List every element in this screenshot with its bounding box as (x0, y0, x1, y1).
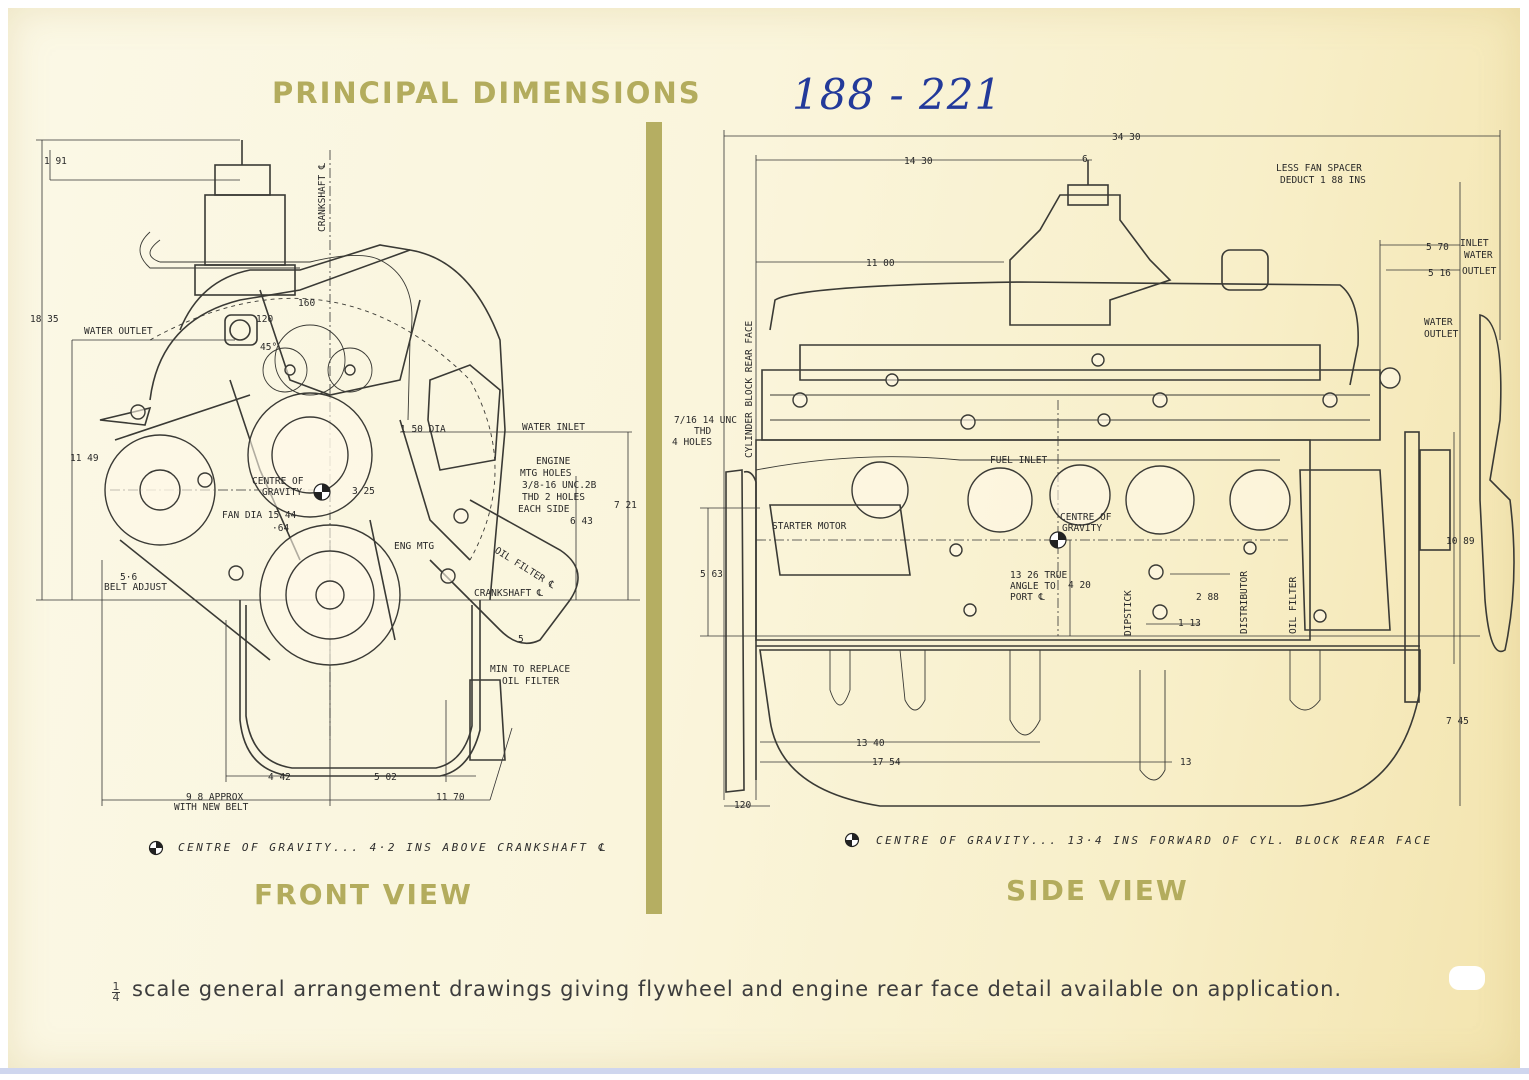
front-label-oil-filter: OIL FILTER ℄ (492, 545, 557, 591)
front-label-dim-502: 5 02 (374, 772, 397, 783)
front-engine-outline (99, 140, 579, 777)
front-label-engine-mtg-2: MTG HOLES (520, 468, 572, 479)
side-label-true-angle-3: PORT ℄ (1010, 592, 1046, 603)
side-label-dim-516: 5 16 (1428, 268, 1451, 279)
front-label-cog-2: GRAVITY (262, 487, 302, 498)
footer-note: scale general arrangement drawings givin… (132, 977, 1343, 1001)
fraction-numerator: 1 (112, 980, 120, 993)
side-label-inlet-water-1: INLET (1460, 238, 1489, 249)
side-dimension-lines (700, 130, 1501, 807)
side-label-dim-113: 1 13 (1178, 618, 1201, 629)
fraction-denominator: 4 (112, 991, 120, 1004)
side-label-oil-filter: OIL FILTER (1288, 577, 1299, 634)
side-label-inlet-water-2: WATER (1464, 250, 1493, 261)
side-label-less-fan-1: LESS FAN SPACER (1276, 163, 1362, 174)
side-label-true-angle-1: 13 26 TRUE (1010, 570, 1067, 581)
side-label-dim-1754: 17 54 (872, 757, 901, 768)
side-label-dim-563: 5 63 (700, 569, 723, 580)
side-label-cyl-block-rear-face: CYLINDER BLOCK REAR FACE (744, 320, 755, 458)
front-cog-note-symbol (148, 840, 164, 856)
side-label-water-outlet-2: OUTLET (1424, 329, 1459, 340)
front-label-engine-mtg-3: 3/8-16 UNC.2B (522, 480, 597, 491)
front-label-approx-2: WITH NEW BELT (174, 802, 249, 813)
side-label-water-outlet-1: WATER (1424, 317, 1453, 328)
front-label-engine-mtg-5: EACH SIDE (518, 504, 570, 515)
side-label-true-angle-2: ANGLE TO (1010, 581, 1056, 592)
front-label-water-outlet: WATER OUTLET (84, 326, 153, 337)
side-cog-note: CENTRE OF GRAVITY... 13·4 INS FORWARD OF… (876, 834, 1433, 847)
side-label-cog-1: CENTRE OF (1060, 512, 1112, 523)
front-label-dim-120: 120 (256, 314, 273, 325)
side-view-caption: SIDE VIEW (1006, 874, 1189, 907)
front-label-crankshaft-top: CRANKSHAFT ℄ (317, 162, 328, 232)
front-label-dim-5: 5 (518, 634, 524, 645)
side-label-dim-1089: 10 89 (1446, 536, 1475, 547)
document-sheet (8, 8, 1520, 1070)
side-label-dim-1430: 14 30 (904, 156, 933, 167)
side-label-outlet: OUTLET (1462, 266, 1497, 277)
side-label-fuel-inlet: FUEL INLET (990, 455, 1047, 466)
side-label-dim-3430: 34 30 (1112, 132, 1141, 143)
side-label-less-fan-2: DEDUCT 1 88 INS (1280, 175, 1366, 186)
front-label-dim-150-dia: 1 50 DIA (400, 424, 446, 435)
front-label-engine-mtg-4: THD 2 HOLES (522, 492, 585, 503)
front-label-dim-325: 3 25 (352, 486, 375, 497)
scan-bottom-edge (0, 1068, 1529, 1074)
front-view-caption: FRONT VIEW (254, 878, 473, 911)
side-view-drawing: 34 30 14 30 6 LESS FAN SPACER DEDUCT 1 8… (672, 130, 1515, 811)
front-label-min-replace-1: MIN TO REPLACE (490, 664, 570, 675)
front-label-dim-160: 160 (298, 298, 315, 309)
front-label-deg-45: 45° (260, 342, 277, 353)
front-label-dim-64: ·64 (272, 523, 289, 534)
front-label-water-inlet: WATER INLET (522, 422, 585, 433)
front-view-drawing: 1 91 18 35 WATER OUTLET 11 49 CRANKSHAFT… (30, 139, 640, 813)
side-label-dim-1100: 11 00 (866, 258, 895, 269)
front-label-cog-1: CENTRE OF (252, 476, 304, 487)
side-label-unc-2: THD (694, 426, 711, 437)
side-cog-note-symbol (844, 832, 860, 848)
handwritten-code: 188 - 221 (792, 70, 1003, 119)
binder-hole (1449, 966, 1485, 990)
view-divider (646, 122, 662, 914)
front-label-dim-643: 6 43 (570, 516, 593, 527)
side-label-dim-1340: 13 40 (856, 738, 885, 749)
front-label-eng-mtg: ENG MTG (394, 541, 434, 552)
front-label-dim-442: 4 42 (268, 772, 291, 783)
side-label-cog-2: GRAVITY (1062, 523, 1102, 534)
front-label-fan-dia: FAN DIA 15 44 (222, 510, 297, 521)
side-label-dim-13: 13 (1180, 757, 1191, 768)
side-label-dim-6: 6 (1082, 154, 1088, 165)
footer-scale-fraction: 1 4 (112, 980, 120, 1004)
front-label-dim-721: 7 21 (614, 500, 637, 511)
front-label-min-replace-2: OIL FILTER (502, 676, 559, 687)
front-cog-note: CENTRE OF GRAVITY... 4·2 INS ABOVE CRANK… (178, 841, 608, 854)
side-label-dim-420: 4 20 (1068, 580, 1091, 591)
side-label-dipstick: DIPSTICK (1123, 590, 1134, 636)
side-label-unc-1: 7/16 14 UNC (674, 415, 737, 426)
front-label-dim-1149: 11 49 (70, 453, 99, 464)
side-label-dim-120: 120 (734, 800, 751, 811)
front-label-belt-adjust-1: 5·6 (120, 572, 137, 583)
side-label-distributor: DISTRIBUTOR (1239, 571, 1250, 634)
front-label-dim-191: 1 91 (44, 156, 67, 167)
side-view-labels: 34 30 14 30 6 LESS FAN SPACER DEDUCT 1 8… (672, 132, 1497, 811)
side-label-unc-3: 4 HOLES (672, 437, 712, 448)
side-label-dim-288: 2 88 (1196, 592, 1219, 603)
front-label-dim-1835: 18 35 (30, 314, 59, 325)
page-title: PRINCIPAL DIMENSIONS (272, 76, 702, 110)
front-label-dim-1170: 11 70 (436, 792, 465, 803)
front-label-belt-adjust-2: BELT ADJUST (104, 582, 167, 593)
front-label-crankshaft-bottom: CRANKSHAFT ℄ (474, 588, 544, 599)
front-label-approx-1: 9 8 APPROX (186, 792, 243, 803)
side-engine-outline (725, 160, 1515, 807)
front-label-engine-mtg-1: ENGINE (536, 456, 571, 467)
side-label-dim-745: 7 45 (1446, 716, 1469, 727)
side-label-starter-motor: STARTER MOTOR (772, 521, 847, 532)
side-label-dim-570: 5 70 (1426, 242, 1449, 253)
